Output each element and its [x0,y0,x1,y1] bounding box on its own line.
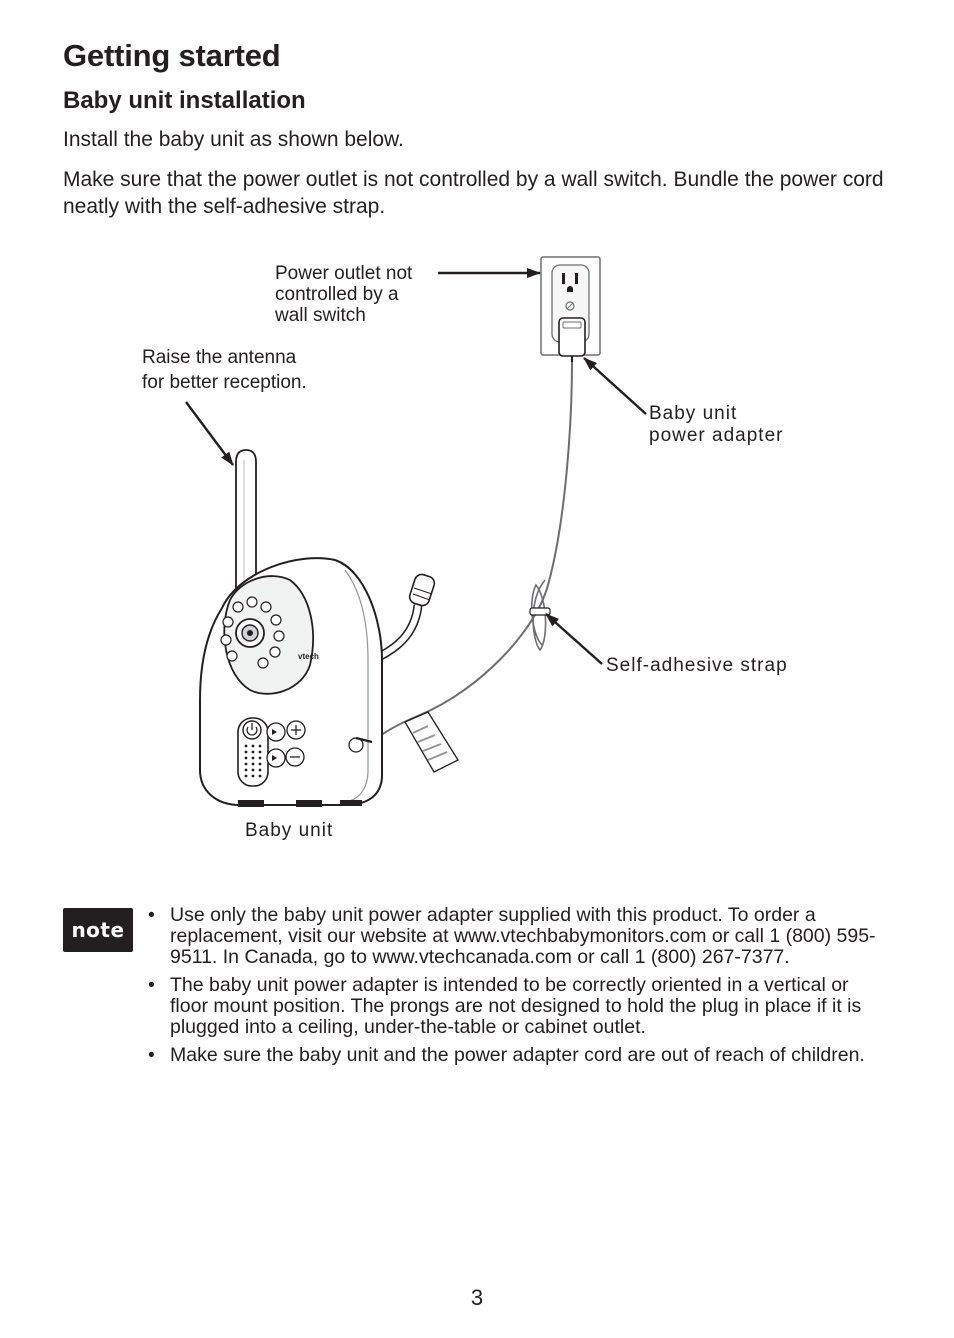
power-cord [371,361,573,743]
note-item: Make sure the baby unit and the power ad… [148,1045,888,1067]
cord-tag-icon [404,711,459,773]
adapter-callout: Baby unit power adapter [649,403,783,447]
power-adapter-icon [558,317,586,362]
section-title: Baby unit installation [63,87,306,114]
outlet-callout-line: Power outlet not [275,263,413,284]
installation-diagram: vtech [185,256,647,807]
brand-label: vtech [298,652,319,661]
antenna-callout: Raise the antenna for better reception. [142,345,307,395]
page-title: Getting started [63,38,281,73]
outlet-callout-line: wall switch [275,305,366,326]
strap-arrow [545,613,603,665]
strap-callout: Self-adhesive strap [606,655,788,676]
antenna-callout-line: for better reception. [142,372,307,393]
page-number: 3 [470,1285,484,1310]
antenna-arrow [185,401,234,466]
baby-unit-camera: vtech [199,557,383,807]
antenna-callout-line: Raise the antenna [142,347,297,368]
outlet-callout: Power outlet not controlled by a wall sw… [275,263,412,326]
adapter-callout-line: Baby unit [649,403,738,424]
intro-line: Install the baby unit as shown below. [63,128,404,151]
note-item: Use only the baby unit power adapter sup… [148,905,888,968]
intro-instruction: Make sure that the power outlet is not c… [63,168,884,218]
unit-callout: Baby unit [245,820,334,841]
note-badge: note [63,908,133,952]
antenna-icon [235,449,257,600]
outlet-callout-line: controlled by a [275,284,399,305]
adapter-arrow [583,357,647,415]
adapter-callout-line: power adapter [649,425,784,446]
note-item: The baby unit power adapter is intended … [148,975,888,1038]
note-list: Use only the baby unit power adapter sup… [148,905,888,1073]
